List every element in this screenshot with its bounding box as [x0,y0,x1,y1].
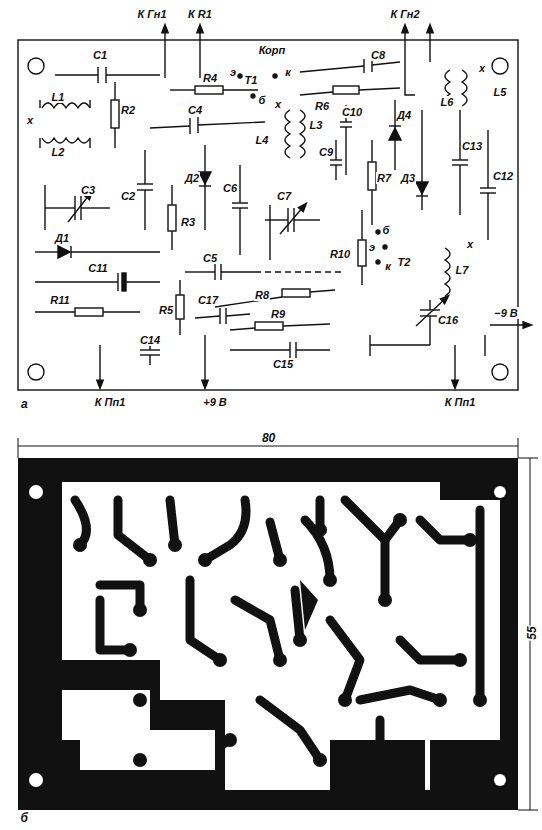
part-label: К Гн2 [389,8,420,20]
part-label: х [478,62,486,74]
part-label: −9 В [493,307,519,319]
part-label: б [20,812,29,824]
part-label: К Пп1 [444,396,477,408]
part-label: C12 [492,170,514,182]
part-label: R9 [270,308,286,320]
part-label: C16 [437,314,459,326]
part-label: R5 [158,304,174,316]
part-label: б [382,224,391,236]
part-label: L2 [51,146,66,158]
part-label: C4 [187,104,203,116]
part-label: К Пп1 [94,396,127,408]
part-label: L6 [440,96,455,108]
part-label: х [274,98,282,110]
copper-layout [18,458,518,810]
part-label: К Гн1 [136,8,167,20]
part-label: R10 [329,248,351,260]
part-label: L7 [455,264,470,276]
part-label: C9 [318,146,334,158]
part-label: R8 [254,289,270,301]
part-label: э [368,241,376,253]
part-label: Д2 [184,172,200,184]
part-label: б [258,94,267,106]
part-label: R11 [49,294,70,306]
part-label: R7 [376,172,392,184]
part-label: C13 [461,140,483,152]
part-label: C15 [272,358,294,370]
part-label: а [20,398,29,410]
part-label: C1 [92,49,108,61]
part-label: R4 [202,72,218,84]
part-label: C17 [197,294,219,306]
part-label: к [384,260,392,272]
part-label: C6 [222,182,238,194]
part-label: L4 [255,134,270,146]
part-label: R3 [180,216,196,228]
part-label: T2 [397,256,412,268]
part-label: R6 [314,100,330,112]
part-label: +9 В [202,396,228,408]
part-label: C7 [276,190,292,202]
part-label: C14 [139,334,161,346]
part-label: К R1 [187,8,213,20]
part-label: L3 [309,119,324,131]
part-label: C5 [202,252,218,264]
part-label: T1 [244,74,259,86]
component-layout [18,28,528,390]
part-label: 55 [526,625,538,640]
part-label: R2 [120,104,136,116]
part-label: к [284,66,292,78]
part-label: Д4 [396,109,412,121]
part-label: L5 [493,86,508,98]
part-label: х [466,238,474,250]
part-label: Д3 [400,172,416,184]
part-label: C3 [80,184,96,196]
part-label: Д1 [54,232,70,244]
part-label: 80 [261,432,276,444]
part-label: C10 [341,106,363,118]
part-label: C8 [370,49,386,61]
part-label: э [229,66,237,78]
part-label: х [26,114,34,126]
part-label: C2 [120,190,136,202]
dimension-lines [18,438,538,810]
part-label: L1 [51,91,66,103]
part-label: Корп [258,44,287,56]
part-label: C11 [87,262,108,274]
